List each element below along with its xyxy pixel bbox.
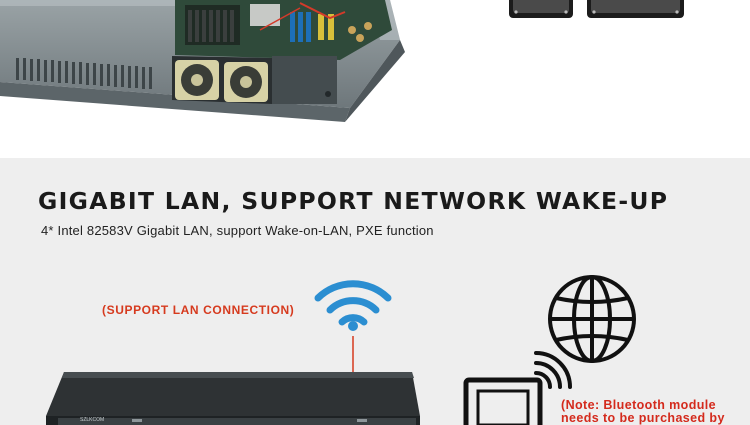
wifi-icon (314, 280, 392, 331)
fan-icon (224, 62, 268, 102)
open-chassis-illustration (0, 0, 684, 122)
globe-icon (548, 275, 636, 363)
server-device: SZLKCOM (46, 372, 420, 425)
bluetooth-module-note: (Note: Bluetooth module needs to be purc… (561, 399, 725, 425)
lan-connection-note: (SUPPORT LAN CONNECTION) (102, 303, 295, 317)
motherboard (175, 0, 392, 60)
section-description: 4* Intel 82583V Gigabit LAN, support Wak… (41, 223, 434, 238)
computer-wireless-icon (463, 351, 572, 425)
bluetooth-note-line-1: (Note: Bluetooth module (561, 398, 717, 412)
bluetooth-note-line-2: needs to be purchased by (561, 411, 725, 425)
network-illustration: SZLKCOM (46, 275, 636, 425)
section-headline: GIGABIT LAN, SUPPORT NETWORK WAKE-UP (38, 187, 669, 215)
device-brand-label: SZLKCOM (80, 417, 104, 423)
top-product-photo-section (0, 0, 750, 158)
accessory-brackets (509, 0, 684, 18)
network-feature-section: GIGABIT LAN, SUPPORT NETWORK WAKE-UP 4* … (0, 158, 750, 425)
fan-bay (172, 56, 337, 104)
vent-slots (16, 58, 152, 89)
fan-icon (175, 60, 219, 100)
